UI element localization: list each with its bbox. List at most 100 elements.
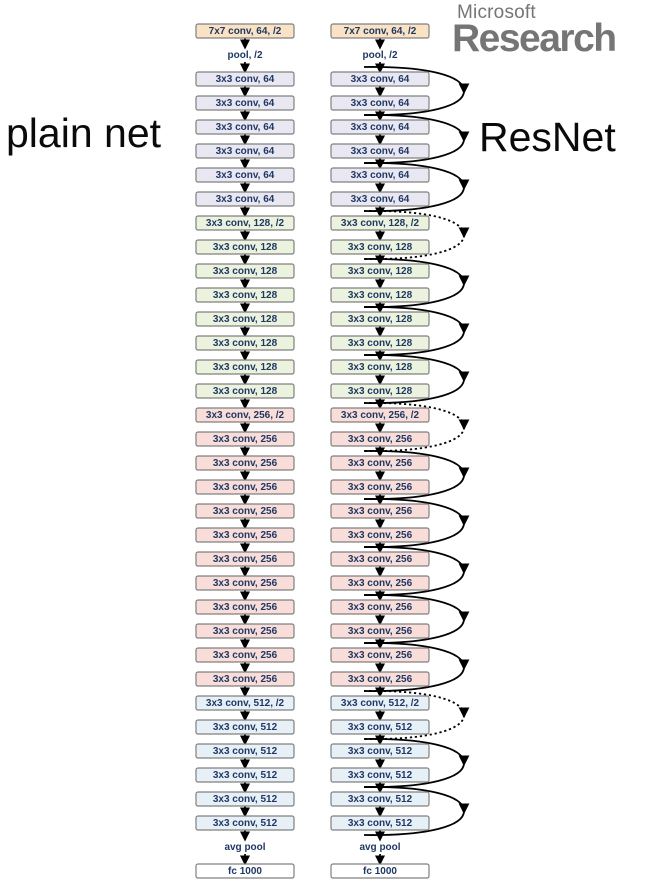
layer-label: 3x3 conv, 256 (348, 602, 413, 613)
layer-box (330, 863, 430, 879)
layer-label: 3x3 conv, 512 (213, 722, 278, 733)
layer-box (195, 191, 295, 207)
layer-box (330, 143, 430, 159)
layer-box (195, 383, 295, 399)
skip-connection-arc (363, 306, 470, 335)
layer-label: 3x3 conv, 256 (213, 506, 278, 517)
layer-box (195, 335, 295, 351)
layer-label: 3x3 conv, 256 (213, 602, 278, 613)
layer-box (330, 767, 430, 783)
layer-box (330, 719, 430, 735)
layer-label: 3x3 conv, 128 (348, 338, 413, 349)
layer-label: 3x3 conv, 128 (348, 386, 413, 397)
layer-label: 3x3 conv, 256 (213, 674, 278, 685)
microsoft-wordmark: Microsoft (457, 2, 536, 23)
skip-connection-arc (363, 162, 470, 191)
layer-box (195, 671, 295, 687)
layer-label: 3x3 conv, 128 (213, 386, 278, 397)
layer-box (330, 191, 430, 207)
layer-box (330, 383, 430, 399)
skip-connection-arc-tail (363, 186, 465, 212)
layer-label: 3x3 conv, 128 (213, 290, 278, 301)
layer-label: 3x3 conv, 512 (348, 794, 413, 805)
layer-label: 3x3 conv, 128 (213, 362, 278, 373)
layer-label: 3x3 conv, 256 (348, 626, 413, 637)
layer-box (195, 599, 295, 615)
layer-label: 7x7 conv, 64, /2 (344, 26, 417, 37)
layer-box (330, 239, 430, 255)
layer-box (195, 455, 295, 471)
layer-box (195, 119, 295, 135)
pool-label: pool, /2 (363, 50, 398, 61)
layer-box (330, 815, 430, 831)
layer-label: 3x3 conv, 64 (351, 122, 410, 133)
layer-label: 3x3 conv, 256 (213, 578, 278, 589)
layer-box (195, 767, 295, 783)
resnet-column: 7x7 conv, 64, /2 pool, /2 3x3 conv, 64 3x3 … (330, 23, 470, 879)
layer-label: fc 1000 (228, 866, 262, 877)
layer-box (195, 71, 295, 87)
layer-box (330, 743, 430, 759)
layer-box (195, 695, 295, 711)
layer-box (195, 167, 295, 183)
layer-label: 3x3 conv, 64 (351, 170, 410, 181)
layer-label: 3x3 conv, 64 (216, 170, 275, 181)
layer-label: 3x3 conv, 512 (213, 794, 278, 805)
skip-connection-arc-tail (363, 378, 465, 404)
layer-label: 3x3 conv, 512, /2 (206, 698, 285, 709)
layer-label: 3x3 conv, 128, /2 (341, 218, 420, 229)
layer-label: 3x3 conv, 128 (348, 242, 413, 253)
layer-label: 3x3 conv, 256 (348, 554, 413, 565)
layer-box (195, 551, 295, 567)
layer-box (195, 791, 295, 807)
skip-connection-arc-tail (363, 666, 465, 692)
layer-box (330, 311, 430, 327)
layer-box (195, 527, 295, 543)
skip-connection-arc (363, 498, 470, 527)
layer-box (330, 407, 430, 423)
layer-label: 3x3 conv, 512 (348, 770, 413, 781)
layer-label: 3x3 conv, 128, /2 (206, 218, 285, 229)
layer-label: 3x3 conv, 64 (216, 122, 275, 133)
skip-connection-arc (363, 354, 470, 383)
layer-box (330, 455, 430, 471)
layer-box (195, 743, 295, 759)
layer-box (330, 599, 430, 615)
layer-box (330, 671, 430, 687)
layer-label: 3x3 conv, 64 (216, 74, 275, 85)
layer-label: 3x3 conv, 512 (348, 722, 413, 733)
layer-box (195, 359, 295, 375)
layer-label: 3x3 conv, 128 (348, 314, 413, 325)
layer-box (195, 95, 295, 111)
layer-box (330, 167, 430, 183)
layer-label: 3x3 conv, 64 (216, 98, 275, 109)
layer-label: 3x3 conv, 256 (348, 434, 413, 445)
layer-label: 3x3 conv, 256 (348, 506, 413, 517)
layer-label: 3x3 conv, 256 (348, 674, 413, 685)
layer-label: 3x3 conv, 128 (213, 242, 278, 253)
layer-label: 3x3 conv, 256, /2 (206, 410, 285, 421)
layer-box (195, 623, 295, 639)
layer-box (195, 479, 295, 495)
layer-label: 3x3 conv, 128 (213, 338, 278, 349)
layer-box (330, 119, 430, 135)
research-wordmark: Research (452, 17, 617, 60)
layer-box (195, 863, 295, 879)
layer-box (195, 407, 295, 423)
layer-box (195, 239, 295, 255)
layer-label: 3x3 conv, 256 (348, 578, 413, 589)
layer-label: 3x3 conv, 256, /2 (341, 410, 420, 421)
layer-label: 3x3 conv, 512 (213, 746, 278, 757)
plain-net-caption: plain net (6, 110, 162, 156)
skip-connection-arc (363, 66, 470, 95)
layer-box (330, 647, 430, 663)
layer-label: 3x3 conv, 128 (213, 314, 278, 325)
skip-connection-arc (363, 450, 470, 479)
skip-connection-arc (363, 114, 470, 143)
layer-label: 3x3 conv, 128 (348, 290, 413, 301)
layer-label: 3x3 conv, 256 (348, 530, 413, 541)
layer-box (330, 71, 430, 87)
layer-box (330, 479, 430, 495)
skip-connection-arc (363, 594, 470, 623)
